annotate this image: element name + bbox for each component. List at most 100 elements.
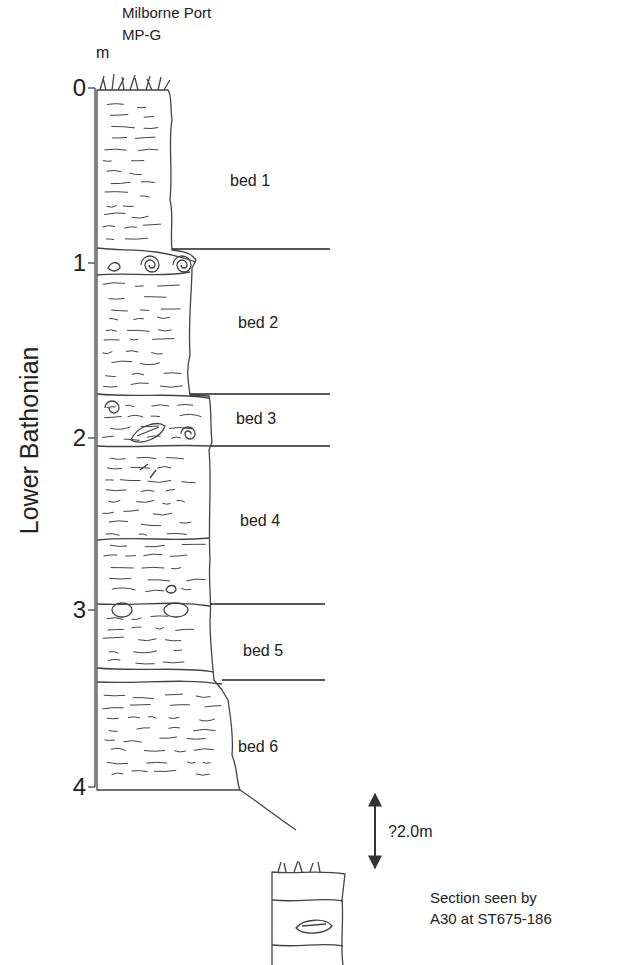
texture-stroke — [104, 339, 120, 340]
texture-stroke — [157, 317, 170, 318]
texture-stroke — [105, 534, 119, 536]
texture-stroke — [124, 227, 137, 228]
texture-stroke — [104, 555, 118, 556]
texture-stroke — [102, 436, 114, 437]
texture-stroke — [158, 330, 172, 331]
texture-stroke — [112, 137, 127, 139]
texture-stroke — [105, 375, 116, 377]
texture-stroke — [170, 704, 190, 706]
texture-stroke — [171, 568, 181, 569]
texture-stroke — [165, 640, 181, 641]
texture-stroke — [104, 149, 126, 150]
note: Section seen by A30 at ST675-186 — [430, 887, 565, 929]
bed-label: bed 1 — [230, 172, 270, 190]
texture-stroke — [107, 206, 117, 208]
texture-stroke — [141, 524, 161, 525]
texture-stroke — [174, 649, 182, 651]
texture-stroke — [120, 479, 141, 481]
texture-stroke — [166, 458, 184, 459]
texture-stroke — [169, 427, 192, 428]
bed-label: bed 3 — [236, 410, 276, 428]
texture-stroke — [165, 694, 183, 695]
depth-number: 1 — [73, 249, 86, 277]
texture-stroke — [107, 762, 128, 764]
texture-stroke — [136, 500, 154, 502]
texture-stroke — [151, 615, 169, 617]
texture-stroke — [106, 330, 117, 331]
texture-stroke — [127, 330, 150, 331]
texture-stroke — [148, 480, 172, 482]
texture-stroke — [105, 191, 128, 193]
bed-boundaries — [172, 249, 330, 680]
texture-stroke — [138, 149, 158, 150]
texture-stroke — [107, 103, 124, 105]
texture-stroke — [135, 286, 144, 287]
texture-stroke — [105, 479, 114, 480]
texture-stroke — [110, 458, 125, 459]
texture-stroke — [123, 510, 139, 511]
texture-stroke — [125, 405, 134, 407]
texture-stroke — [110, 567, 133, 568]
texture-stroke — [131, 383, 149, 385]
texture-stroke — [156, 628, 164, 630]
texture-stroke — [109, 651, 119, 653]
texture-stroke — [109, 578, 131, 580]
depth-number: 2 — [73, 424, 86, 452]
texture-stroke — [148, 580, 171, 581]
texture-stroke — [133, 318, 144, 319]
texture-stroke — [141, 181, 155, 183]
texture-stroke — [103, 283, 125, 285]
gap-label: ?2.0m — [388, 823, 432, 841]
bed-label: bed 4 — [240, 512, 280, 530]
texture-stroke — [128, 717, 140, 718]
gap-arrow — [374, 794, 376, 868]
texture-stroke — [137, 728, 151, 729]
texture-stroke — [111, 748, 126, 750]
section-column — [97, 90, 240, 790]
texture-stroke — [126, 351, 138, 352]
texture-stroke — [129, 173, 141, 175]
texture-stroke — [163, 662, 185, 663]
texture-stroke — [162, 503, 170, 504]
texture-stroke — [128, 415, 144, 417]
texture-stroke — [180, 414, 202, 416]
texture-stroke — [177, 404, 193, 406]
texture-stroke — [181, 589, 191, 590]
texture-stroke — [181, 482, 195, 483]
texture-stroke — [144, 128, 159, 129]
texture-stroke — [107, 718, 119, 720]
texture-stroke — [193, 729, 216, 731]
texture-stroke — [157, 285, 180, 286]
texture-stroke — [180, 522, 192, 524]
texture-stroke — [143, 224, 161, 225]
grass — [100, 74, 170, 90]
texture-stroke — [110, 114, 129, 116]
texture-stroke — [130, 704, 151, 706]
texture-stroke — [107, 468, 122, 469]
texture-stroke — [187, 738, 206, 740]
texture-stroke — [138, 639, 156, 641]
texture-stroke — [133, 698, 154, 699]
texture-stroke — [182, 544, 206, 545]
texture-stroke — [177, 500, 185, 502]
texture-stroke — [102, 512, 114, 513]
texture-stroke — [105, 739, 115, 740]
texture-stroke — [110, 545, 127, 546]
texture-stroke — [199, 719, 215, 721]
depth-number: 0 — [73, 74, 86, 102]
texture-stroke — [145, 545, 165, 547]
texture-stroke — [133, 651, 157, 653]
texture-stroke — [132, 216, 149, 218]
texture-stroke — [108, 500, 120, 502]
texture-stroke — [104, 695, 125, 697]
small-section-bedding — [272, 900, 343, 946]
texture-stroke — [154, 770, 176, 771]
texture-stroke — [164, 372, 182, 374]
stage-name: Lower Bathonian — [16, 346, 45, 534]
texture-stroke — [132, 618, 142, 620]
texture-stroke — [131, 160, 144, 161]
texture-stroke — [132, 627, 142, 629]
axis-ticks — [88, 88, 95, 787]
texture-stroke — [103, 160, 112, 162]
